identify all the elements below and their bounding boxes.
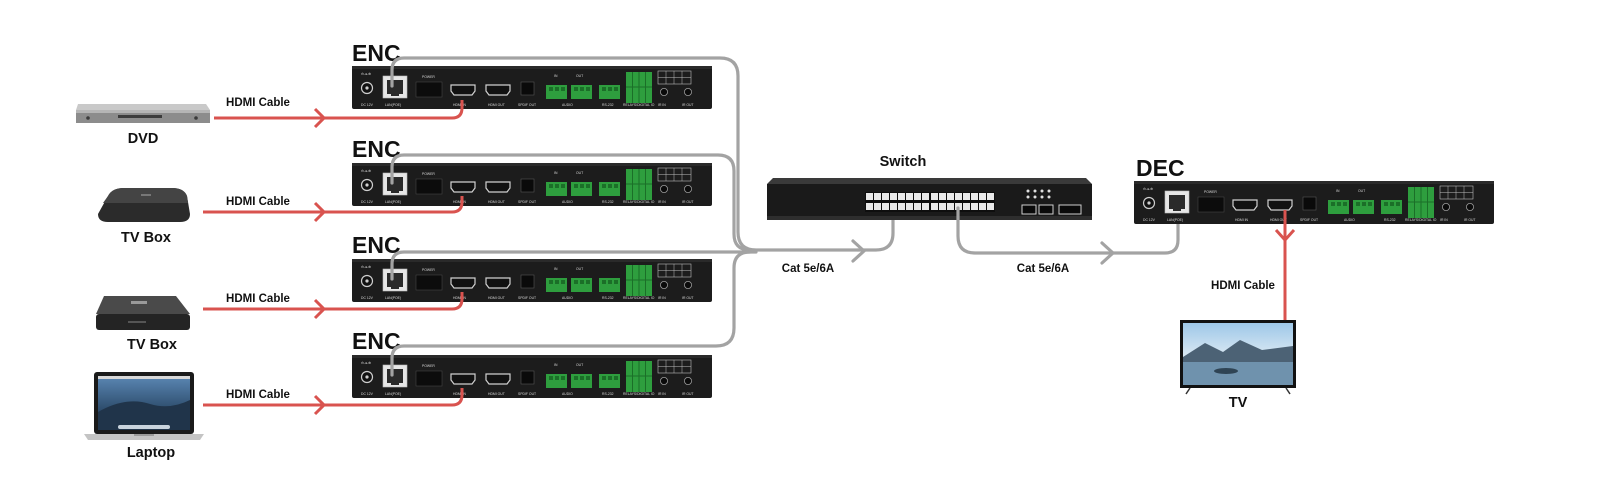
encoder-4: ENC [351,328,713,399]
arrowhead [313,394,327,416]
hdmi-label-source-3: HDMI Cable [226,293,290,305]
cat-cable-enc1 [390,56,860,252]
switch-title: Switch [880,154,927,170]
arrowhead [313,298,327,320]
encoder-title: ENC [352,136,401,162]
cat-label-enc-switch: Cat 5e/6A [782,263,834,275]
source-label-tv-box: TV Box [121,230,171,246]
hdmi-label-source-4: HDMI Cable [226,389,290,401]
laptop-icon [84,372,204,440]
source-label-laptop: Laptop [127,445,175,461]
encoder-rear-panel [351,162,713,207]
encoder-2: ENC [351,136,713,207]
encoder-rear-panel [351,65,713,110]
hdmi-cable-dec-to-tv [1274,210,1296,322]
hdmi-label-dec-tv: HDMI Cable [1211,280,1275,292]
arrowhead [313,201,327,223]
cat-cable-switch-in [856,206,895,252]
cat-cable-switch-to-dec [956,202,1180,265]
hdmi-cable-source-4 [203,388,464,416]
hdmi-cable-source-1 [214,100,464,129]
cat-cable-enc2 [390,153,752,252]
tv-label: TV [1229,395,1248,411]
encoder-rear-panel [351,258,713,303]
arrowhead [313,107,327,129]
tv-icon [1180,320,1296,395]
cat-cable-enc4 [390,250,752,377]
decoder-rear-panel [1133,180,1495,225]
decoder: DEC [1133,155,1495,225]
decoder-title: DEC [1136,155,1185,181]
dvd-player-icon [76,104,210,123]
cat-cables-encoders [390,56,895,377]
hdmi-cable-source-2 [203,196,464,223]
source-label-tv-box: TV Box [127,337,177,353]
source-label-dvd: DVD [128,131,159,147]
cat-cable-enc3 [390,250,758,281]
encoder-title: ENC [352,232,401,258]
cat-label-switch-dec: Cat 5e/6A [1017,263,1069,275]
network-switch-icon [767,178,1092,220]
tv-box-icon [96,296,190,330]
hdmi-cable-source-3 [203,292,464,320]
arrowhead [1274,228,1296,243]
arrowhead [851,239,866,263]
encoder-3: ENC [351,232,713,303]
encoder-1: ENC [351,40,713,110]
hdmi-label-source-2: HDMI Cable [226,196,290,208]
network-switch: Switch [767,154,1092,220]
tv-box-icon [98,188,190,222]
encoder-rear-panel [351,354,713,399]
hdmi-label-source-1: HDMI Cable [226,97,290,109]
